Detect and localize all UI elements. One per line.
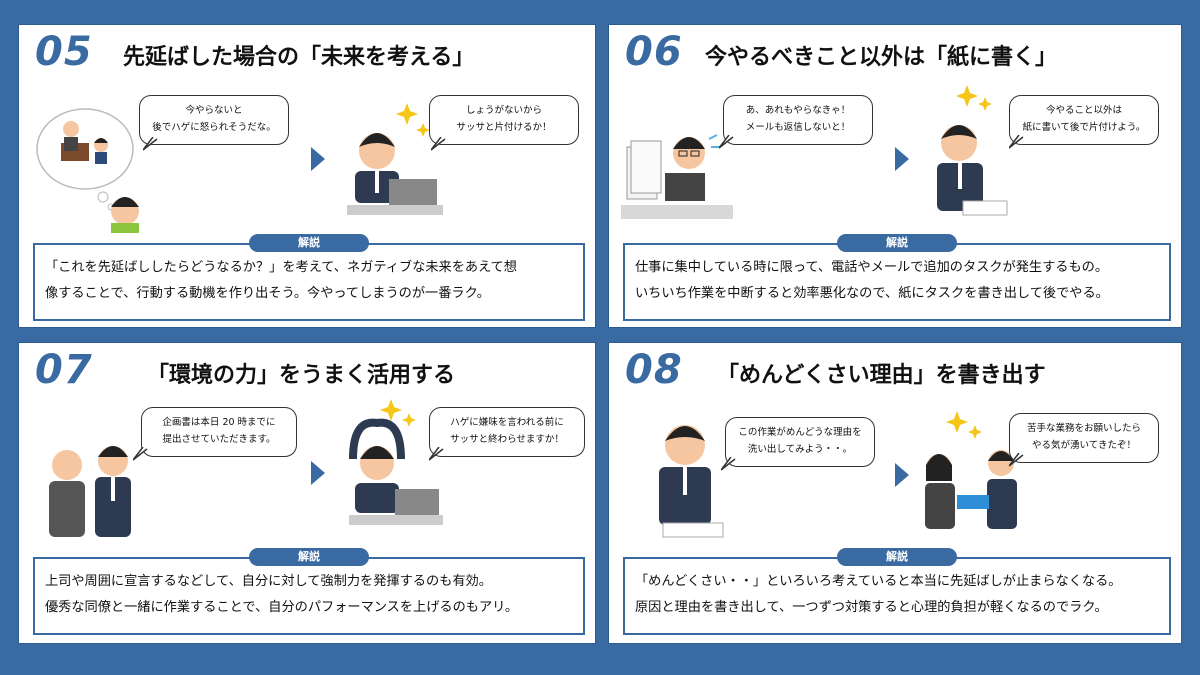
explanation-box: 解説 仕事に集中している時に限って、電話やメールで追加のタスクが発生するもの。 … bbox=[623, 234, 1171, 321]
businessman-thinking-illustration bbox=[659, 425, 724, 538]
speech-bubble-right: しょうがないから サッサと片付けるか！ bbox=[429, 95, 579, 145]
bubble-tail bbox=[133, 447, 148, 461]
explain-tag: 解説 bbox=[837, 234, 957, 252]
speech-bubble-left: 今やらないと 後でハゲに怒られそうだな。 bbox=[139, 95, 289, 145]
panel-05: 05 先延ばした場合の「未来を考える」 今やらないと 後でハゲに怒られそうだな。… bbox=[18, 24, 596, 328]
panel-number: 07 bbox=[35, 347, 93, 393]
speech-bubble-left: この作業がめんどうな理由を 洗い出してみよう・・。 bbox=[725, 417, 875, 467]
bubble-tail bbox=[143, 137, 158, 151]
explanation-box: 解説 「めんどくさい・・」といろいろ考えていると本当に先延ばしが止まらなくなる。… bbox=[623, 548, 1171, 635]
panel-06: 06 今やるべきこと以外は「紙に書く」 あ、あれもやらなきゃ！ メールも返信しな… bbox=[608, 24, 1182, 328]
panel-title: 先延ばした場合の「未来を考える」 bbox=[123, 45, 475, 70]
busy-worker-illustration bbox=[621, 134, 733, 219]
speech-bubble-left: 企画書は本日 20 時までに 提出させていただきます。 bbox=[141, 407, 297, 457]
panel-title: 「環境の力」をうまく活用する bbox=[147, 363, 456, 388]
speech-bubble-right: 苦手な業務をお願いしたら やる気が湧いてきたぞ！ bbox=[1009, 413, 1159, 463]
stretching-businessman-illustration bbox=[349, 399, 443, 525]
panel-title: 「めんどくさい理由」を書き出す bbox=[717, 363, 1046, 388]
bubble-tail bbox=[719, 135, 734, 149]
panel-number: 08 bbox=[625, 347, 683, 393]
speech-bubble-right: 今やること以外は 紙に書いて後で片付けよう。 bbox=[1009, 95, 1159, 145]
panel-07: 07 「環境の力」をうまく活用する 企画書は本日 20 時までに 提出させていた… bbox=[18, 342, 596, 644]
speech-bubble-right: ハゲに嫌味を言われる前に サッサと終わらせますか！ bbox=[429, 407, 585, 457]
speech-bubble-left: あ、あれもやらなきゃ！ メールも返信しないと！ bbox=[723, 95, 873, 145]
boss-and-employee-illustration bbox=[49, 446, 131, 537]
arrow-icon bbox=[895, 147, 909, 171]
businessman-writing-illustration bbox=[937, 85, 1008, 216]
panel-title: 今やるべきこと以外は「紙に書く」 bbox=[705, 45, 1058, 70]
explanation-box: 解説 上司や周囲に宣言するなどして、自分に対して強制力を発揮するのも有効。 優秀… bbox=[33, 548, 585, 635]
businessman-laptop-illustration bbox=[347, 103, 443, 215]
bubble-tail bbox=[1009, 135, 1024, 149]
panel-number: 06 bbox=[625, 29, 683, 75]
arrow-icon bbox=[895, 463, 909, 487]
bubble-tail bbox=[1009, 453, 1024, 467]
bubble-tail bbox=[431, 137, 446, 151]
bubble-tail bbox=[721, 457, 736, 471]
bubble-tail bbox=[429, 447, 444, 461]
panel-number: 05 bbox=[35, 29, 93, 75]
arrow-icon bbox=[311, 461, 325, 485]
explain-tag: 解説 bbox=[249, 548, 369, 566]
panel-08: 08 「めんどくさい理由」を書き出す この作業がめんどうな理由を 洗い出してみよ… bbox=[608, 342, 1182, 644]
handing-over-task-illustration bbox=[925, 411, 1017, 529]
thinking-boy-illustration bbox=[36, 108, 139, 233]
arrow-icon bbox=[311, 147, 325, 171]
explanation-box: 解説 「これを先延ばししたらどうなるか？」を考えて、ネガティブな未来をあえて想 … bbox=[33, 234, 585, 321]
explain-tag: 解説 bbox=[249, 234, 369, 252]
explain-tag: 解説 bbox=[837, 548, 957, 566]
